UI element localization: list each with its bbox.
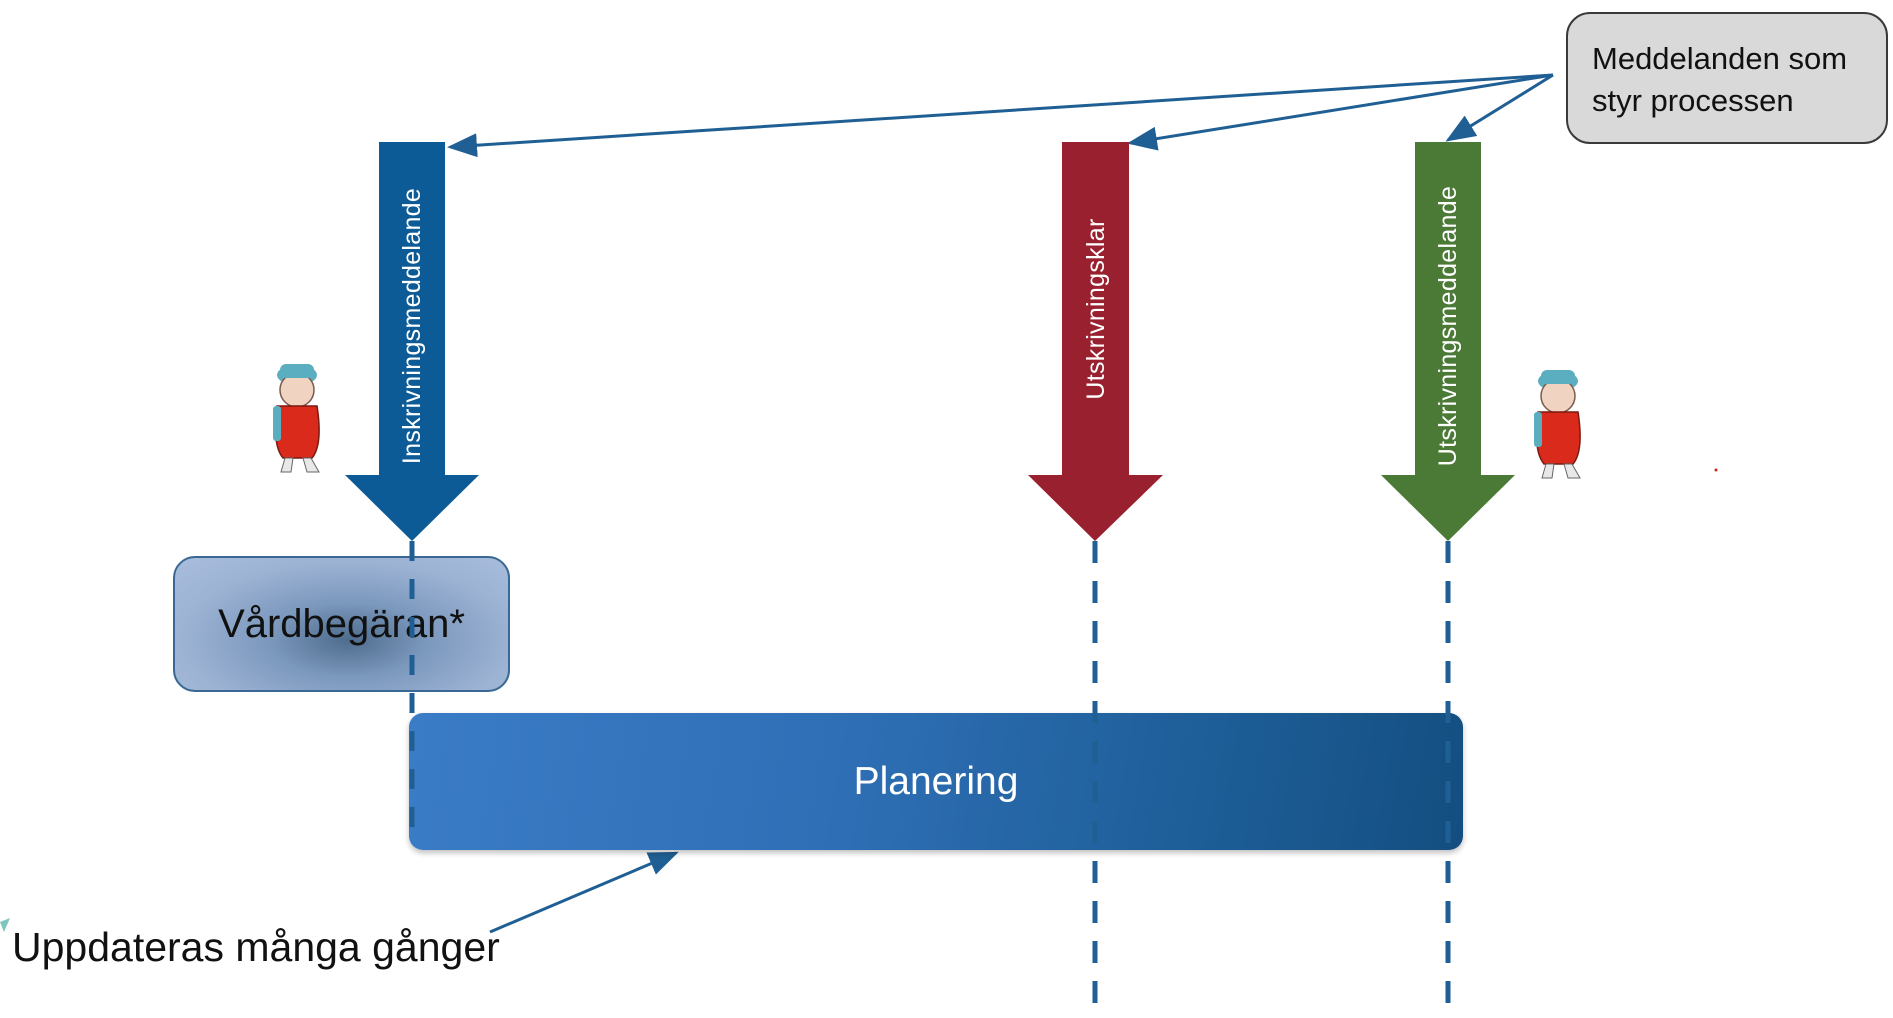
pointer-line-utskrivningsklar: [1127, 73, 1554, 151]
annotation-pointer-line: [489, 851, 679, 934]
utskrivningsklar-label: Utskrivningsklar: [1082, 218, 1110, 400]
callout-text-line1: Meddelanden som: [1592, 41, 1848, 76]
red-dot-mark: [1714, 468, 1718, 472]
patient-figure-right: [1534, 370, 1581, 479]
callout-pointers: [447, 73, 1554, 158]
planering-box: Planering: [409, 713, 1463, 850]
utskrivningsmeddelande-arrow: [1381, 142, 1515, 541]
callout-box: Meddelanden som styr processen: [1566, 12, 1888, 144]
inskrivning-arrow: [345, 142, 479, 541]
utskrivningsmeddelande-label: Utskrivningsmeddelande: [1434, 185, 1462, 467]
vardbegaran-box: Vårdbegäran*: [173, 556, 510, 692]
pointer-line-utskrivningsmeddelande: [1445, 73, 1554, 142]
pointer-line-inskrivning: [447, 73, 1554, 158]
vardbegaran-label: Vårdbegäran*: [218, 601, 465, 646]
left-edge-mark: [0, 918, 10, 932]
utskrivningsklar-arrow: [1028, 142, 1163, 541]
planering-label: Planering: [853, 759, 1019, 803]
inskrivningsmeddelande-label: Inskrivningsmeddelande: [398, 187, 426, 465]
callout-text-line2: styr processen: [1592, 83, 1794, 118]
patient-figure-left: [273, 364, 320, 473]
annotation-text: Uppdateras många gånger: [12, 924, 500, 970]
